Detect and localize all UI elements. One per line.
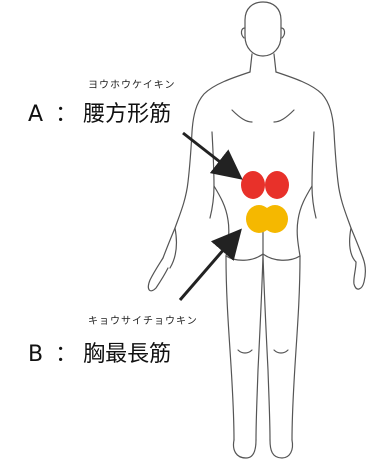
arrow-b: [180, 233, 238, 300]
arrow-a: [183, 133, 238, 176]
label-a-separator: ：: [55, 102, 77, 127]
label-b-reading: キョウサイチョウキン: [88, 312, 198, 327]
quadratus-lumborum-marker: [241, 171, 289, 199]
marker-a-right: [265, 171, 289, 199]
longissimus-thoracis-marker: [246, 205, 288, 233]
label-a-letter: A: [28, 102, 43, 127]
label-b-name: 胸最長筋: [83, 342, 171, 367]
label-a-reading: ヨウホウケイキン: [88, 76, 176, 91]
head-outline: [245, 2, 281, 56]
label-b-text: B ：胸最長筋: [28, 336, 171, 368]
label-a-text: A ：腰方形筋: [28, 96, 171, 128]
marker-a-left: [241, 171, 265, 199]
torso-outline: [163, 72, 250, 258]
label-b-letter: B: [28, 342, 43, 367]
label-a-name: 腰方形筋: [83, 102, 171, 127]
marker-b-right: [262, 205, 288, 233]
label-b-separator: ：: [55, 342, 77, 367]
